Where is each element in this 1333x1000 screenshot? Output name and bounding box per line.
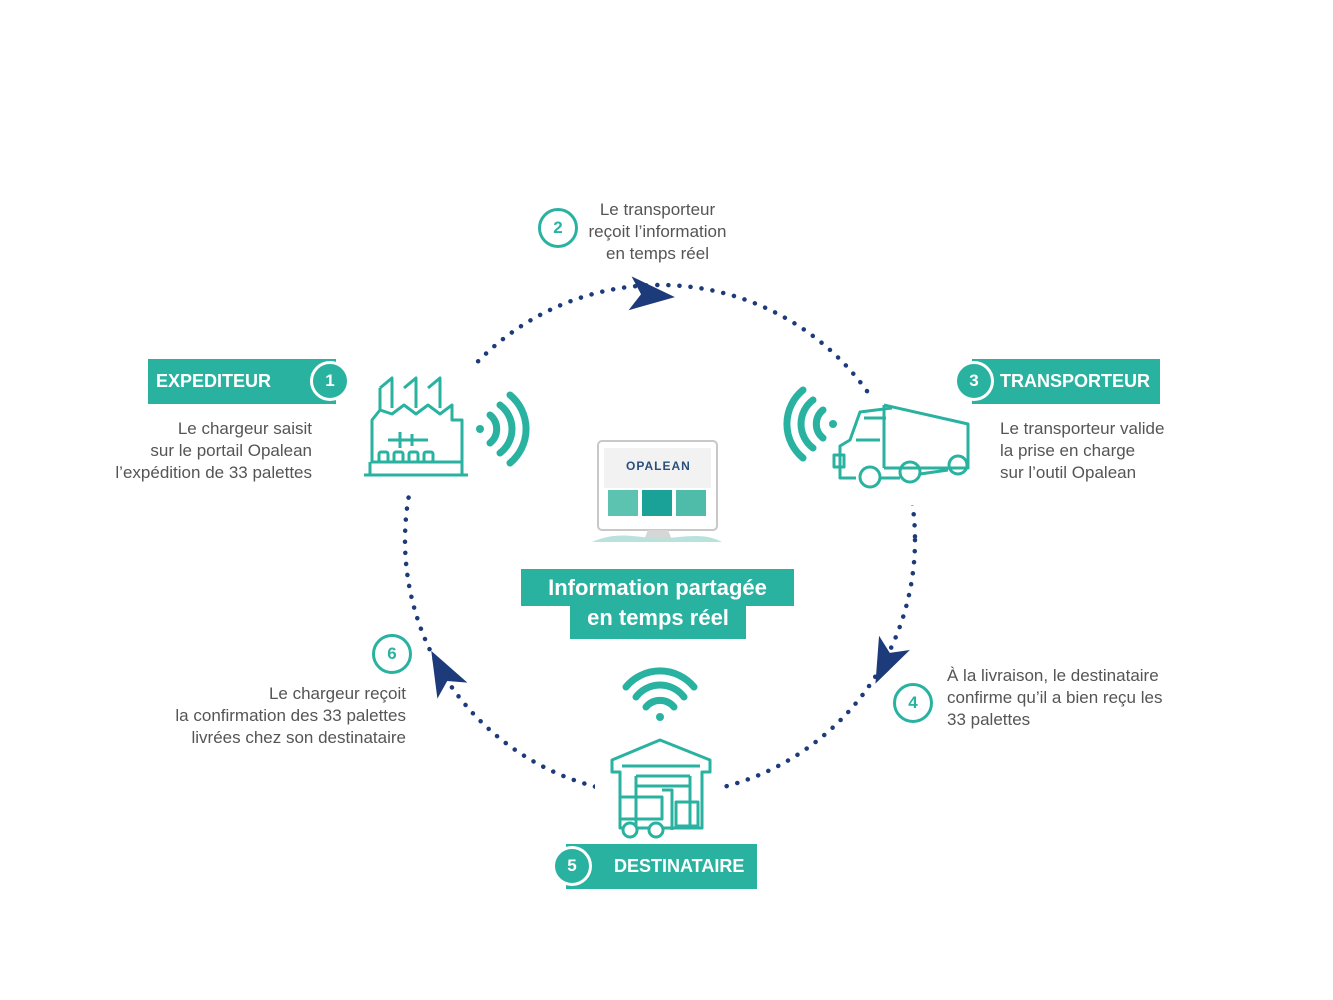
expediteur-label: EXPEDITEUR bbox=[156, 371, 272, 391]
step-2-desc-line: Le transporteur bbox=[599, 200, 716, 219]
step-number-5: 5 bbox=[552, 846, 592, 886]
monitor-icon bbox=[592, 440, 722, 542]
step-6-desc-line: Le chargeur reçoit bbox=[268, 684, 406, 703]
step-3-desc-line: sur l’outil Opalean bbox=[1000, 463, 1137, 482]
step-2-description: Le transporteur reçoit l’information en … bbox=[575, 199, 740, 265]
wifi-icon bbox=[783, 386, 837, 462]
step-4-desc-line: 33 palettes bbox=[947, 710, 1031, 729]
step-number-3: 3 bbox=[954, 361, 994, 401]
step-2-desc-line: reçoit l’information bbox=[588, 222, 727, 241]
warehouse-icon bbox=[610, 738, 712, 839]
transporteur-badge: TRANSPORTEUR bbox=[972, 359, 1160, 404]
transporteur-label: TRANSPORTEUR bbox=[999, 371, 1150, 391]
step-3-desc-line: Le transporteur valide bbox=[1000, 419, 1165, 438]
step-1-desc-line: Le chargeur saisit bbox=[177, 419, 312, 438]
central-label-line2: en temps réel bbox=[570, 602, 746, 639]
step-1-description: Le chargeur saisit sur le portail Opalea… bbox=[90, 418, 312, 484]
step-6-desc-line: livrées chez son destinataire bbox=[191, 728, 406, 747]
step-6-description: Le chargeur reçoit la confirmation des 3… bbox=[140, 683, 406, 749]
step-1-desc-line: l’expédition de 33 palettes bbox=[115, 463, 312, 482]
step-4-desc-line: confirme qu’il a bien reçu les bbox=[947, 688, 1163, 707]
step-3-description: Le transporteur valide la prise en charg… bbox=[1000, 418, 1200, 484]
arrow-icon bbox=[628, 276, 675, 311]
central-label-line1: Information partagée bbox=[521, 569, 794, 606]
opalean-logo: OPALEAN bbox=[626, 459, 691, 473]
step-3-desc-line: la prise en charge bbox=[1000, 441, 1136, 460]
step-6-desc-line: la confirmation des 33 palettes bbox=[175, 706, 406, 725]
arrow-icon bbox=[431, 650, 468, 699]
destinataire-label: DESTINATAIRE bbox=[614, 856, 745, 876]
arrow-icon bbox=[875, 635, 910, 684]
destinataire-badge: DESTINATAIRE bbox=[566, 844, 757, 889]
step-number-4: 4 bbox=[893, 683, 933, 723]
step-1-desc-line: sur le portail Opalean bbox=[150, 441, 312, 460]
truck-icon bbox=[832, 403, 970, 489]
wifi-icon bbox=[476, 391, 530, 467]
step-4-description: À la livraison, le destinataire confirme… bbox=[947, 665, 1197, 731]
step-number-1: 1 bbox=[310, 361, 350, 401]
step-2-desc-line: en temps réel bbox=[606, 244, 709, 263]
expediteur-badge: EXPEDITEUR bbox=[148, 359, 336, 404]
factory-icon bbox=[364, 376, 468, 477]
step-number-2: 2 bbox=[538, 208, 578, 248]
wifi-icon bbox=[622, 667, 698, 721]
step-4-desc-line: À la livraison, le destinataire bbox=[947, 666, 1159, 685]
step-number-6: 6 bbox=[372, 634, 412, 674]
